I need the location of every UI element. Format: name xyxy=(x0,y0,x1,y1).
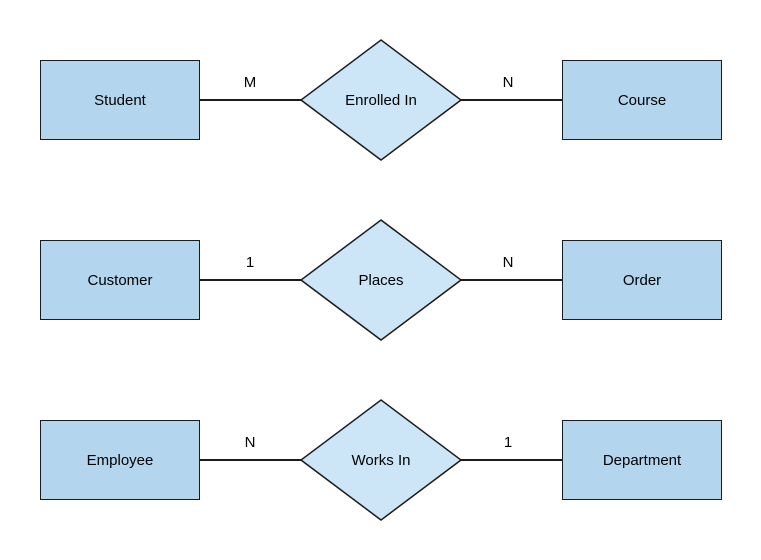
connector-line xyxy=(200,99,301,101)
entity-label: Order xyxy=(622,271,662,289)
entity-box-student: Student xyxy=(40,60,200,140)
relationship-row: Student M Enrolled In N Course xyxy=(0,38,761,161)
cardinality-label: N xyxy=(502,74,514,91)
connector-line xyxy=(200,459,301,461)
entity-box-course: Course xyxy=(562,60,722,140)
cardinality-label: 1 xyxy=(503,434,513,451)
connector-line xyxy=(200,279,301,281)
entity-box-customer: Customer xyxy=(40,240,200,320)
relationship-diamond xyxy=(300,39,462,161)
entity-label: Course xyxy=(617,91,667,109)
cardinality-label: N xyxy=(244,434,256,451)
cardinality-label: N xyxy=(502,254,514,271)
connector-line xyxy=(461,459,562,461)
relationship-row: Customer 1 Places N Order xyxy=(0,218,761,341)
entity-box-employee: Employee xyxy=(40,420,200,500)
entity-label: Customer xyxy=(87,271,153,289)
connector-line xyxy=(461,279,562,281)
entity-label: Employee xyxy=(86,451,154,469)
connector-line xyxy=(461,99,562,101)
entity-box-department: Department xyxy=(562,420,722,500)
relationship-label: Enrolled In xyxy=(345,91,417,109)
cardinality-label: 1 xyxy=(245,254,255,271)
relationship-label: Places xyxy=(358,271,404,289)
cardinality-label: M xyxy=(243,74,257,91)
entity-label: Department xyxy=(602,451,682,469)
entity-label: Student xyxy=(94,91,146,109)
entity-box-order: Order xyxy=(562,240,722,320)
relationship-row: Employee N Works In 1 Department xyxy=(0,398,761,521)
relationship-diamond xyxy=(300,399,462,521)
relationship-diamond xyxy=(300,219,462,341)
relationship-label: Works In xyxy=(351,451,411,469)
